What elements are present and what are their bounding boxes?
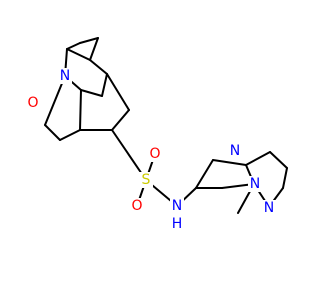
bond-23 (212, 159, 247, 166)
atom-n-pyrazole: N (264, 200, 274, 216)
atom-o-sulfonyl-bottom: O (131, 198, 142, 214)
atom-o-ketone: O (27, 95, 38, 111)
atom-n-lactam: N (60, 68, 70, 84)
pyrimidine-nitrogen-label: N (228, 143, 242, 159)
lactam-nitrogen-label: N (58, 68, 72, 84)
atom-s-sulfonyl: S (142, 172, 151, 188)
bond-4 (66, 48, 91, 61)
sulfonyl-sulfur-label: S (139, 172, 153, 188)
bond-11 (59, 129, 81, 141)
bond-2 (79, 37, 99, 44)
sulfonyl-oxygen-bottom-label: O (130, 198, 144, 214)
bond-13 (44, 75, 66, 126)
bond-1 (66, 42, 81, 50)
molecule-diagram: O N S O O N H (26, 37, 288, 232)
sulfonamide-nitrogen-label: N H (170, 198, 184, 232)
pyrazole-nitrogen-label: N (262, 200, 276, 216)
molecule-structure: O N S O O N H (26, 37, 288, 232)
bond-15 (111, 109, 130, 131)
atom-n-bridgehead: N (250, 176, 260, 192)
sulfonyl-oxygen-top-label: O (148, 146, 162, 162)
atom-h-sulfonamide: H (172, 216, 183, 232)
bond-12 (44, 124, 61, 141)
bridgehead-nitrogen-label: N (248, 176, 262, 192)
bond-7 (80, 89, 103, 97)
bond-30 (282, 167, 288, 189)
atom-label-layer: O N S O O N H (26, 68, 276, 232)
bond-9 (89, 59, 108, 75)
bond-28 (245, 151, 271, 166)
ketone-oxygen-label: O (26, 95, 40, 111)
atom-o-sulfonyl-top: O (149, 146, 160, 162)
bond-17 (111, 129, 147, 181)
bond-3 (89, 37, 99, 61)
bond-10 (79, 89, 82, 131)
bond-22 (195, 159, 214, 189)
atom-n-pyrimidine: N (230, 143, 240, 159)
bond-8 (101, 73, 108, 97)
bond-29 (269, 151, 288, 169)
bond-16 (106, 73, 130, 111)
atom-n-sulfonamide: N (172, 198, 182, 214)
